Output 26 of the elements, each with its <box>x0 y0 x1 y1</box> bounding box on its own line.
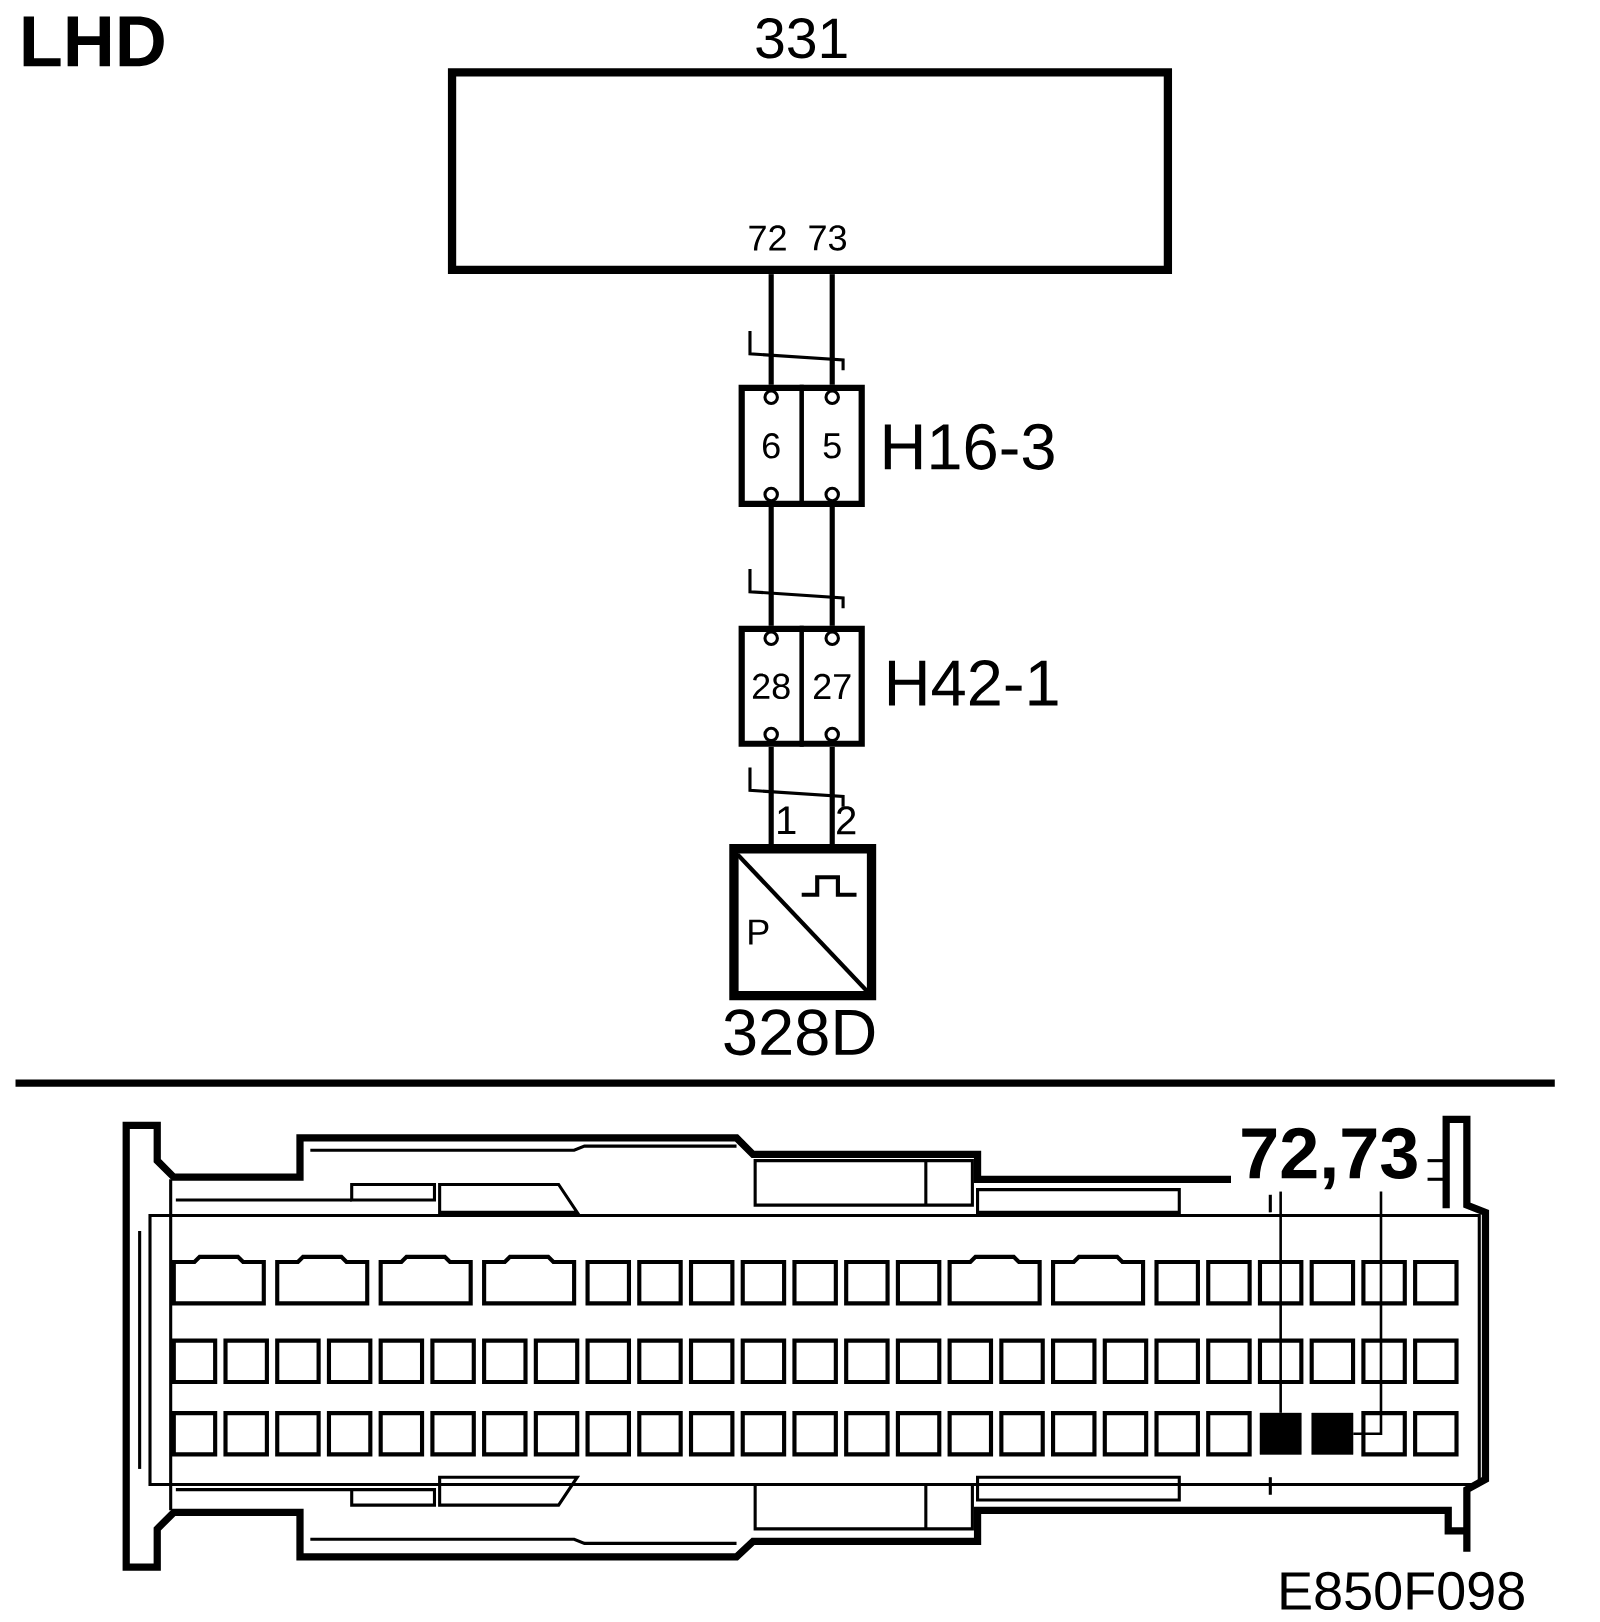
filled-cavity <box>1311 1412 1354 1455</box>
pin-number: 1 <box>777 806 796 835</box>
connector-label: H42-1 <box>888 660 1058 706</box>
component-label: 331 <box>756 18 847 59</box>
connector-label: H16-3 <box>884 423 1054 470</box>
filled-cavity <box>1259 1412 1302 1455</box>
sensor-letter: P <box>749 919 769 945</box>
pin-number: 73 <box>809 225 846 251</box>
wire <box>829 274 835 385</box>
pin-number: 72 <box>749 225 786 251</box>
component-label: 328D <box>724 1009 875 1056</box>
wire <box>768 274 774 385</box>
connector-cavity: 5 <box>799 384 865 507</box>
pin-number: 2 <box>836 806 856 835</box>
connector-cavity: 28 <box>738 625 804 747</box>
callout-label: 72,73 <box>1242 1127 1417 1190</box>
figure-code: E850F098 <box>1281 1571 1524 1611</box>
leader-line <box>1279 1191 1282 1413</box>
connector-cavity: 27 <box>799 625 865 747</box>
wire <box>829 506 835 626</box>
wire <box>768 746 774 845</box>
leader-line <box>1353 1191 1383 1436</box>
wire <box>768 506 774 626</box>
heading: LHD <box>23 16 164 67</box>
wire <box>829 746 835 845</box>
connector-cavity: 6 <box>738 384 804 507</box>
